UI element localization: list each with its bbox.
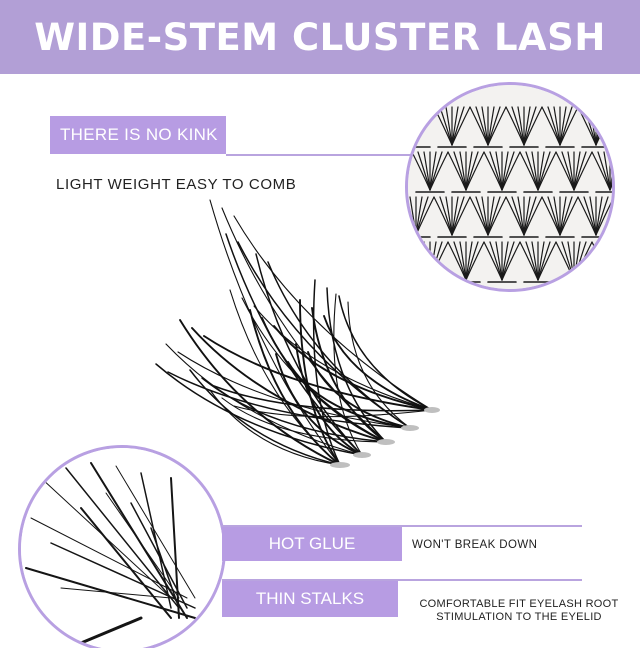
top-divider-line (226, 154, 416, 156)
lash-stem-closeup-image (18, 445, 226, 648)
lash-cluster-image (150, 190, 450, 480)
lash-cluster-illustration (155, 199, 440, 468)
lash-stem-illustration (21, 448, 223, 648)
thin-stalks-tag: THIN STALKS (222, 581, 398, 617)
hot-glue-tag: HOT GLUE (222, 527, 402, 561)
thin-stalks-divider-line (222, 579, 582, 581)
header-banner: WIDE-STEM CLUSTER LASH (0, 0, 640, 74)
no-kink-tag: THERE IS NO KINK (50, 116, 226, 154)
wont-break-text: WON'T BREAK DOWN (412, 539, 538, 551)
lash-tray-closeup-image (405, 82, 615, 292)
page-title: WIDE-STEM CLUSTER LASH (34, 15, 606, 59)
hot-glue-divider-line (222, 525, 582, 527)
light-weight-text: LIGHT WEIGHT EASY TO COMB (56, 176, 297, 193)
comfortable-fit-text: COMFORTABLE FIT EYELASH ROOT STIMULATION… (419, 598, 619, 623)
